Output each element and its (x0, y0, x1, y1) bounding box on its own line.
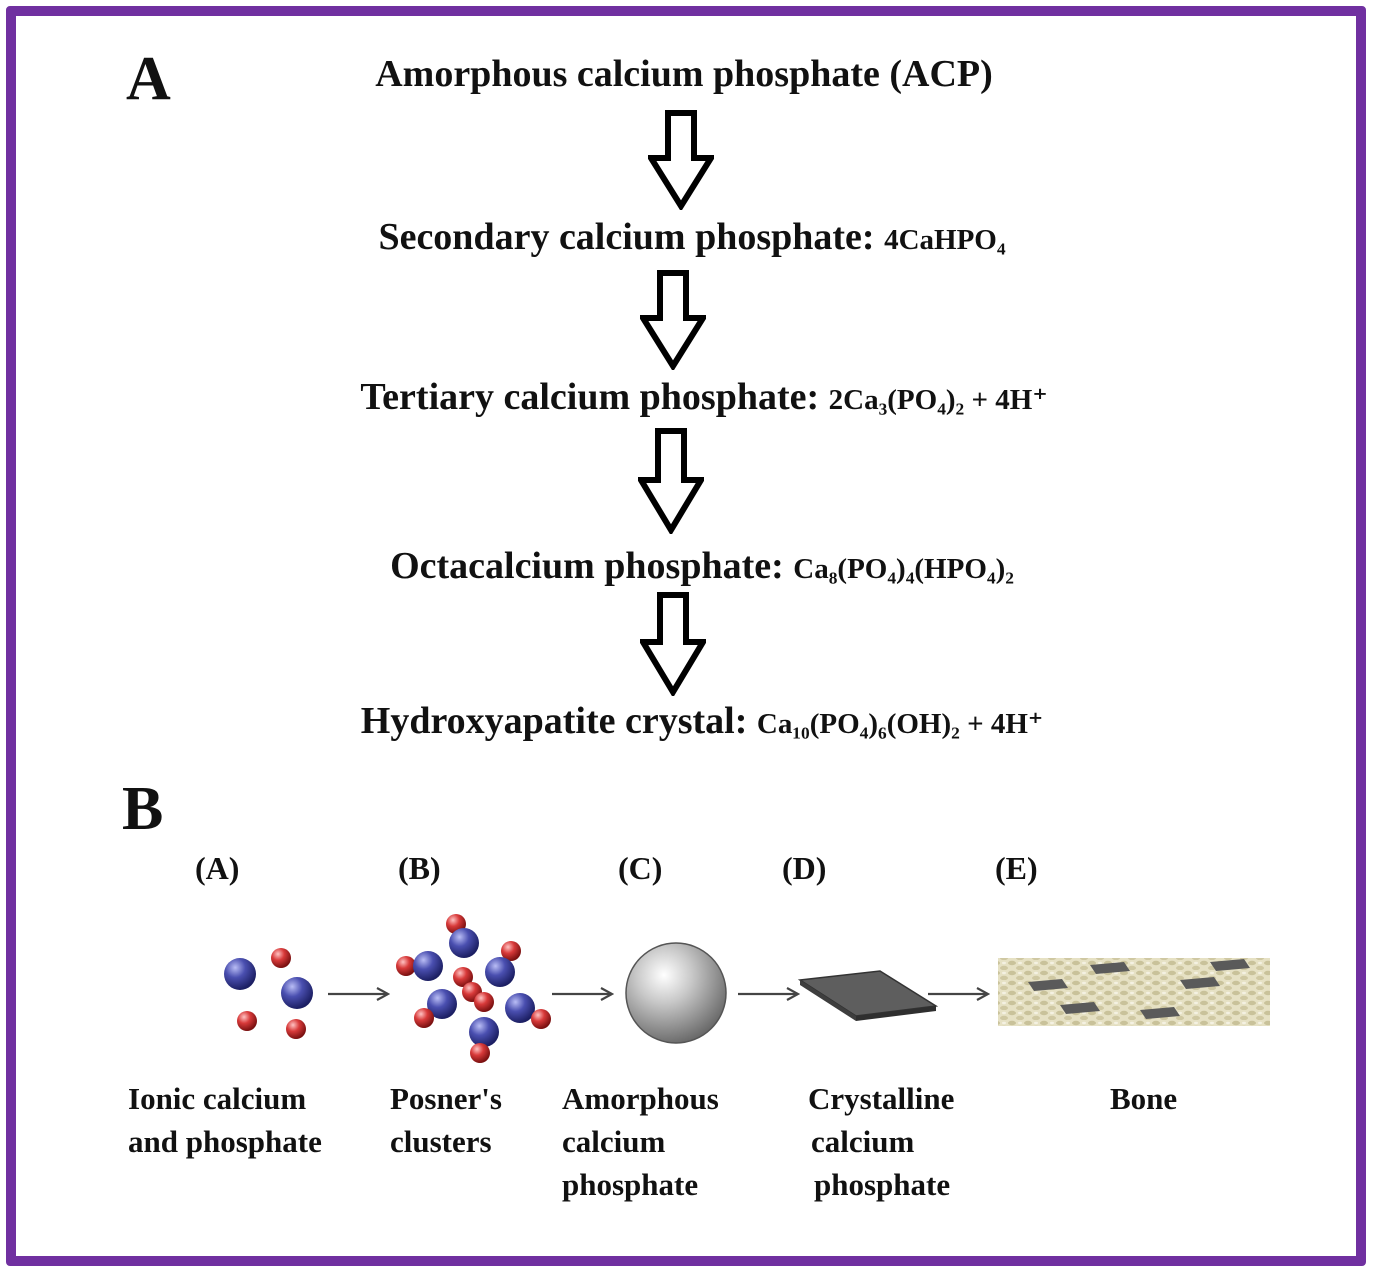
caption-bone: Bone (1110, 1077, 1177, 1120)
phosphate-ion (470, 1043, 490, 1063)
step-formula: 2Ca₃(PO₄)₂ + 4H⁺ (828, 384, 1048, 416)
caption-line: and phosphate (128, 1124, 322, 1159)
caption-line: phosphate (814, 1167, 951, 1202)
phosphate-ion (531, 1009, 551, 1029)
down-arrow-icon (638, 428, 704, 534)
stage-label-e: (E) (995, 850, 1038, 886)
down-arrow-icon (640, 270, 706, 370)
bone-matrix (998, 958, 1270, 1026)
down-arrow-icon (648, 110, 714, 210)
down-arrow-icon (640, 592, 706, 696)
calcium-ion (505, 993, 535, 1023)
panel-a-letter: A (126, 45, 171, 113)
caption-line: Crystalline (808, 1081, 955, 1116)
phosphate-ion (474, 992, 494, 1012)
phosphate-ion (501, 941, 521, 961)
caption-line: calcium (811, 1124, 915, 1159)
caption-line: Posner's (390, 1081, 502, 1116)
phosphate-ion (453, 967, 473, 987)
step-name: Amorphous calcium phosphate (ACP) (375, 53, 993, 95)
amorphous-sphere (625, 942, 727, 1044)
step-name: Octacalcium phosphate: (390, 545, 794, 587)
calcium-ion (224, 958, 256, 990)
phosphate-ion (286, 1019, 306, 1039)
caption-ionic: Ionic calcium and phosphate (128, 1077, 322, 1163)
crystal-plate (797, 970, 939, 1021)
panel-b-letter: B (122, 775, 164, 843)
calcium-ion (427, 989, 457, 1019)
phosphate-ion (396, 956, 416, 976)
caption-line: Bone (1110, 1081, 1178, 1116)
step-name: Hydroxyapatite crystal: (360, 700, 757, 742)
calcium-ion (281, 977, 313, 1009)
step-formula: 4CaHPO₄ (884, 224, 1006, 256)
phosphate-ion (271, 948, 291, 968)
caption-posner: Posner's clusters (390, 1077, 502, 1163)
caption-crystalline: Crystalline calcium phosphate (808, 1077, 954, 1206)
calcium-ion (413, 951, 443, 981)
step-formula: Ca₁₀(PO₄)₆(OH)₂ + 4H⁺ (756, 708, 1044, 740)
phosphate-ion (414, 1008, 434, 1028)
phosphate-ion (237, 1011, 257, 1031)
stage-label-c: (C) (618, 850, 663, 886)
caption-line: Amorphous (562, 1081, 719, 1116)
posner-cluster (396, 914, 551, 1063)
calcium-ion (449, 928, 479, 958)
stage-label-b: (B) (398, 850, 441, 886)
step-secondary: Secondary calcium phosphate: 4CaHPO₄ (4, 218, 1376, 256)
stage-label-d: (D) (782, 850, 827, 886)
caption-line: Ionic calcium (128, 1081, 307, 1116)
stage-label-a: (A) (195, 850, 240, 886)
calcium-ion (485, 957, 515, 987)
caption-line: clusters (390, 1124, 492, 1159)
step-acp: Amorphous calcium phosphate (ACP) (0, 55, 1372, 93)
ion-cluster (224, 948, 313, 1039)
step-tertiary: Tertiary calcium phosphate: 2Ca₃(PO₄)₂ +… (16, 378, 1376, 416)
caption-line: calcium (562, 1124, 666, 1159)
caption-line: phosphate (562, 1167, 699, 1202)
step-name: Tertiary calcium phosphate: (360, 376, 829, 418)
step-name: Secondary calcium phosphate: (378, 216, 885, 258)
calcium-ion (469, 1017, 499, 1047)
step-formula: Ca₈(PO₄)₄(HPO₄)₂ (793, 553, 1014, 585)
step-hydroxyapatite: Hydroxyapatite crystal: Ca₁₀(PO₄)₆(OH)₂ … (14, 702, 1376, 740)
step-octacalcium: Octacalcium phosphate: Ca₈(PO₄)₄(HPO₄)₂ (14, 547, 1376, 585)
caption-amorphous: Amorphous calcium phosphate (562, 1077, 719, 1206)
